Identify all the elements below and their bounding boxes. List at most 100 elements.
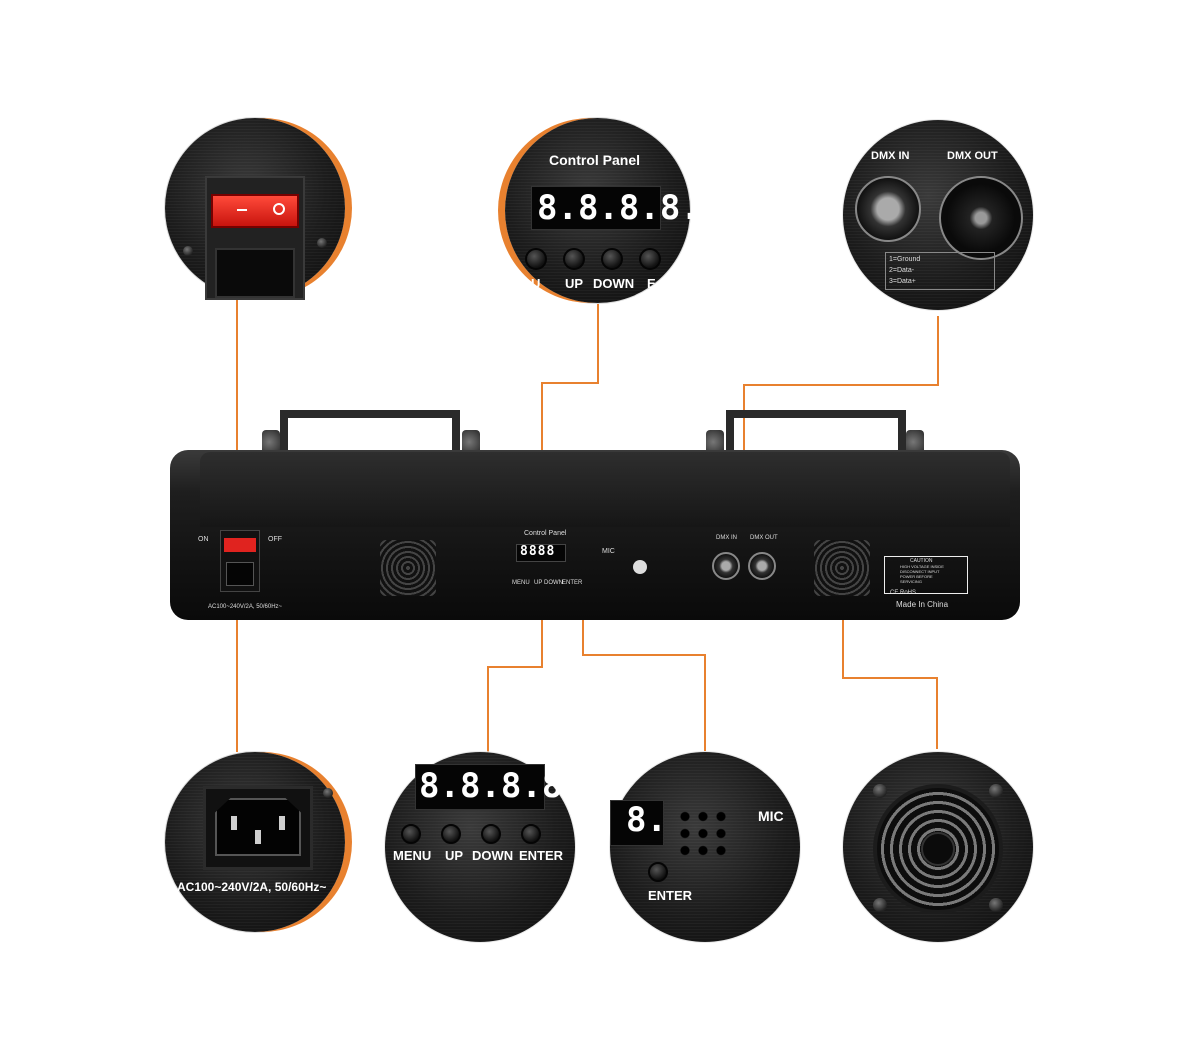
screw <box>989 784 1003 798</box>
connector-line <box>936 677 938 749</box>
dmx-in-label: DMX IN <box>871 150 910 162</box>
screw <box>317 238 327 248</box>
menu-button <box>525 248 547 270</box>
label-enter: ENTER <box>519 848 564 863</box>
device-top-surface <box>200 452 1010 527</box>
switch-off-mark <box>237 209 247 211</box>
inlet-pin <box>279 816 285 830</box>
up-button <box>563 248 585 270</box>
connector-line <box>582 654 706 656</box>
mic-display-digits: 8. <box>626 800 667 840</box>
label-menu: MENU <box>393 848 432 863</box>
connector-line <box>541 594 543 668</box>
device-dmx-out[interactable] <box>748 552 776 580</box>
wiring-ground: 1=Ground <box>889 256 921 263</box>
connector-line <box>842 677 938 679</box>
wiring-label-box <box>885 252 995 290</box>
connector-line <box>597 300 599 383</box>
power-switch-callout <box>165 118 345 300</box>
device-btn-menu: MENU <box>512 580 530 586</box>
caution-label <box>884 556 968 594</box>
mic-display <box>610 800 664 846</box>
button-label-u: U <box>531 276 541 291</box>
screw <box>323 788 333 798</box>
power-inlet-callout: AC100~240V/2A, 50/60Hz~ <box>165 752 345 932</box>
fan-callout <box>843 752 1033 942</box>
device-power-inlet <box>226 562 254 586</box>
inlet-pin <box>255 830 261 844</box>
device-control-panel-label: Control Panel <box>524 530 567 537</box>
device-dmx-in-label: DMX IN <box>716 535 737 541</box>
mic-holes <box>676 808 732 860</box>
digit-display <box>531 186 661 230</box>
inlet-pin <box>231 816 237 830</box>
enter-button <box>639 248 661 270</box>
device-dmx-out-label: DMX OUT <box>750 535 778 541</box>
control-panel-title: Control Panel <box>549 152 641 168</box>
connector-line <box>842 600 844 678</box>
enter-button <box>648 862 668 882</box>
rocker-switch <box>211 194 299 228</box>
device-display-digits: 8888 <box>520 544 556 559</box>
switch-on-mark <box>273 203 285 215</box>
connector-line <box>236 600 238 752</box>
device-btn-down: DOWN <box>544 580 563 586</box>
caution-line-1: HIGH VOLTAGE INSIDE <box>900 564 944 569</box>
right-fan <box>814 540 870 596</box>
mic-callout: 8. MIC ENTER <box>610 752 800 942</box>
connector-line <box>937 316 939 386</box>
off-label: OFF <box>268 536 282 543</box>
label-up: UP <box>445 848 464 863</box>
connector-line <box>743 384 939 386</box>
menu-button <box>401 824 421 844</box>
cert-marks: CE RoHS <box>890 590 917 596</box>
device-btn-enter: ENTER <box>562 580 583 586</box>
button-label-e: E <box>647 276 656 291</box>
enter-button <box>521 824 541 844</box>
right-handle <box>726 410 906 468</box>
left-handle <box>280 410 460 468</box>
connector-line <box>704 654 706 752</box>
left-fan <box>380 540 436 596</box>
wiring-data-plus: 3=Data+ <box>889 278 916 285</box>
down-button <box>601 248 623 270</box>
mic-enter-label: ENTER <box>648 888 693 903</box>
button-label-up: UP <box>565 276 584 291</box>
inlet-socket <box>215 798 301 856</box>
device-mic-label: MIC <box>602 548 615 555</box>
screw <box>989 898 1003 912</box>
mic-label: MIC <box>758 808 784 824</box>
screw <box>873 898 887 912</box>
wiring-data-minus: 2=Data- <box>889 267 915 274</box>
on-label: ON <box>198 536 209 543</box>
connector-line <box>487 666 543 668</box>
dmx-in-socket <box>855 176 921 242</box>
device-rocker[interactable] <box>224 538 256 552</box>
up-button <box>441 824 461 844</box>
connector-line <box>541 382 599 384</box>
power-socket-top <box>215 248 295 298</box>
device-btn-up: UP <box>534 580 543 586</box>
made-in-label: Made In China <box>896 600 949 609</box>
dmx-out-label: DMX OUT <box>947 150 998 162</box>
connector-line <box>236 294 238 600</box>
fan-hub <box>921 832 955 866</box>
device-display <box>516 544 566 562</box>
device-dmx-in[interactable] <box>712 552 740 580</box>
device-power-text: AC100~240V/2A, 50/60Hz~ <box>208 604 283 610</box>
callout-display <box>415 764 545 810</box>
caution-line-2: DISCONNECT INPUT <box>900 569 940 574</box>
button-label-down: DOWN <box>593 276 635 291</box>
caution-title: CAUTION <box>910 558 933 564</box>
label-down: DOWN <box>472 848 514 863</box>
control-panel-callout: Control Panel 8.8.8.8. U UP DOWN E <box>505 118 701 303</box>
caution-line-3: POWER BEFORE <box>900 574 933 579</box>
screw <box>873 784 887 798</box>
callout-display-digits: 8.8.8.8. <box>419 766 583 806</box>
down-button <box>481 824 501 844</box>
buttons-callout: 8.8.8.8. MENU UP DOWN ENTER <box>385 752 583 942</box>
connector-line <box>487 666 489 762</box>
device-knob <box>633 560 647 574</box>
display-digits: 8.8.8.8. <box>537 188 701 228</box>
